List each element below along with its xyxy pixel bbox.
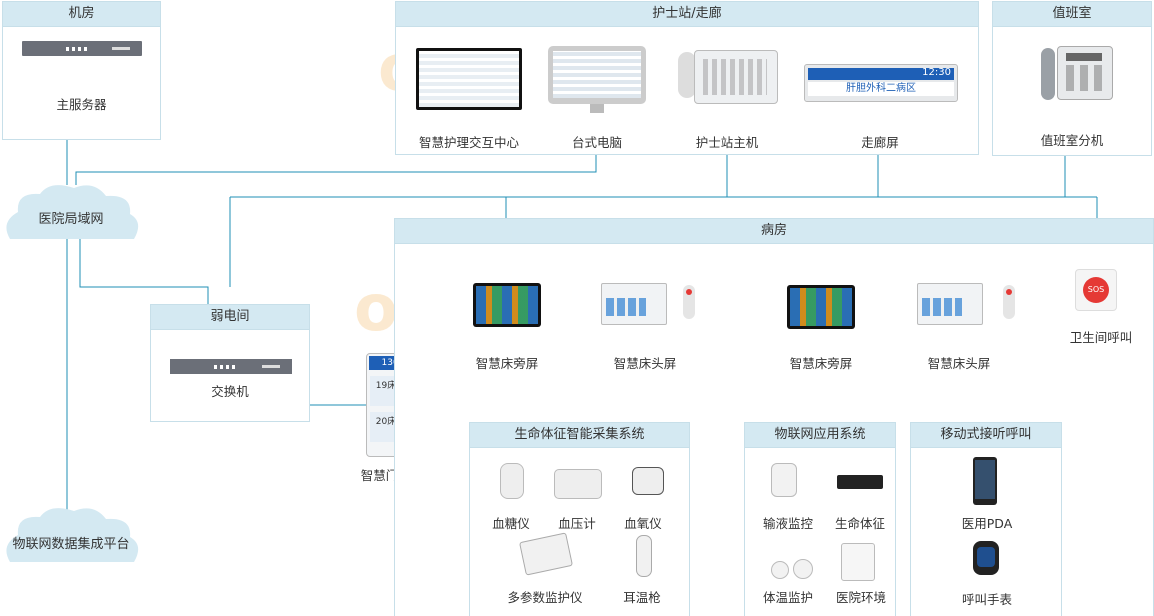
- bedside-screen-label: 智慧床旁屏: [475, 356, 539, 371]
- multi-parameter-monitor-icon: [518, 532, 574, 576]
- cloud-icon: [6, 508, 139, 562]
- weak-room-title: 弱电间: [151, 305, 309, 330]
- bedside-screen-label: 智慧床旁屏: [789, 356, 853, 371]
- temperature-patch-icon: [771, 561, 789, 579]
- call-watch-label: 呼叫手表: [961, 592, 1012, 607]
- ward-title: 病房: [395, 219, 1153, 244]
- call-handle-icon: [683, 285, 695, 319]
- corridor-screen-icon: 12:30 肝胆外科二病区: [804, 64, 958, 102]
- weak-room-panel: 弱电间 交换机: [150, 304, 310, 422]
- lan-label: 医院局域网: [38, 212, 104, 227]
- bedhead-screen-icon: [917, 283, 983, 325]
- glucometer-icon: [500, 463, 524, 499]
- vital-sign-label: 生命体征: [834, 516, 885, 531]
- nurse-host-label: 护士站主机: [695, 135, 759, 150]
- phone-icon: [1057, 46, 1113, 100]
- switch-icon: [170, 359, 292, 374]
- corridor-screen-label: 走廊屏: [861, 135, 899, 150]
- server-room-title: 机房: [3, 2, 160, 27]
- cloud-icon: [6, 185, 139, 239]
- desktop-pc-icon: [548, 46, 646, 104]
- toilet-call-label: 卫生间呼叫: [1069, 330, 1133, 345]
- blood-pressure-label: 血压计: [558, 516, 596, 531]
- bedhead-screen-label: 智慧床头屏: [927, 356, 991, 371]
- bedhead-screen-label: 智慧床头屏: [613, 356, 677, 371]
- nurse-host-icon: [694, 50, 778, 104]
- ear-thermometer-label: 耳温枪: [623, 590, 661, 605]
- sos-button-icon: SOS: [1075, 269, 1117, 311]
- multi-parameter-label: 多参数监护仪: [507, 590, 583, 605]
- desktop-pc-label: 台式电脑: [571, 135, 622, 150]
- smart-care-center-icon: [416, 48, 522, 110]
- blood-pressure-monitor-icon: [554, 469, 602, 499]
- iot-platform-cloud: 物联网数据集成平台: [2, 505, 140, 563]
- bedside-screen-icon: [787, 285, 855, 329]
- oximeter-label: 血氧仪: [624, 516, 662, 531]
- nurse-station-panel: 护士站/走廊 智慧护理交互中心 台式电脑 护士站主机 12:30 肝胆外科二病区…: [395, 1, 979, 155]
- ear-thermometer-icon: [636, 535, 652, 577]
- phone-handset-icon: [1041, 48, 1055, 100]
- duty-room-panel: 值班室 值班室分机: [992, 1, 1152, 156]
- iot-system-panel: 物联网应用系统 输液监控 生命体征 体温监护 医院环境: [744, 422, 896, 616]
- server-room-panel: 机房 主服务器: [2, 1, 161, 140]
- desktop-stand: [590, 104, 604, 113]
- duty-phone-label: 值班室分机: [1040, 133, 1104, 148]
- corridor-time: 12:30: [922, 67, 951, 78]
- mobile-call-title: 移动式接听呼叫: [911, 423, 1061, 448]
- glucometer-label: 血糖仪: [492, 516, 530, 531]
- handset-icon: [678, 52, 696, 98]
- server-label: 主服务器: [56, 97, 107, 112]
- call-handle-icon: [1003, 285, 1015, 319]
- vital-system-panel: 生命体征智能采集系统 血糖仪 血压计 血氧仪 多参数监护仪 耳温枪: [469, 422, 690, 616]
- pda-label: 医用PDA: [961, 516, 1013, 531]
- vital-sensor-pad-icon: [837, 475, 883, 489]
- watch-icon: [973, 541, 999, 575]
- server-icon: [22, 41, 142, 56]
- iot-system-title: 物联网应用系统: [745, 423, 895, 448]
- switch-label: 交换机: [211, 384, 249, 399]
- temperature-patch-icon: [793, 559, 813, 579]
- infusion-monitor-icon: [771, 463, 797, 497]
- bedside-screen-icon: [473, 283, 541, 327]
- vital-system-title: 生命体征智能采集系统: [470, 423, 689, 448]
- environment-sensor-icon: [841, 543, 875, 581]
- iot-platform-label: 物联网数据集成平台: [12, 537, 130, 552]
- temperature-monitor-label: 体温监护: [762, 590, 813, 605]
- hospital-environment-label: 医院环境: [835, 590, 886, 605]
- oximeter-icon: [632, 467, 664, 495]
- corridor-ward-name: 肝胆外科二病区: [808, 82, 954, 96]
- pda-icon: [973, 457, 997, 505]
- bedhead-screen-icon: [601, 283, 667, 325]
- mobile-call-panel: 移动式接听呼叫 医用PDA 呼叫手表: [910, 422, 1062, 616]
- nurse-station-title: 护士站/走廊: [396, 2, 978, 27]
- infusion-monitor-label: 输液监控: [762, 516, 813, 531]
- lan-cloud: 医院局域网: [2, 182, 140, 240]
- duty-room-title: 值班室: [993, 2, 1151, 27]
- smart-care-center-label: 智慧护理交互中心: [418, 135, 519, 150]
